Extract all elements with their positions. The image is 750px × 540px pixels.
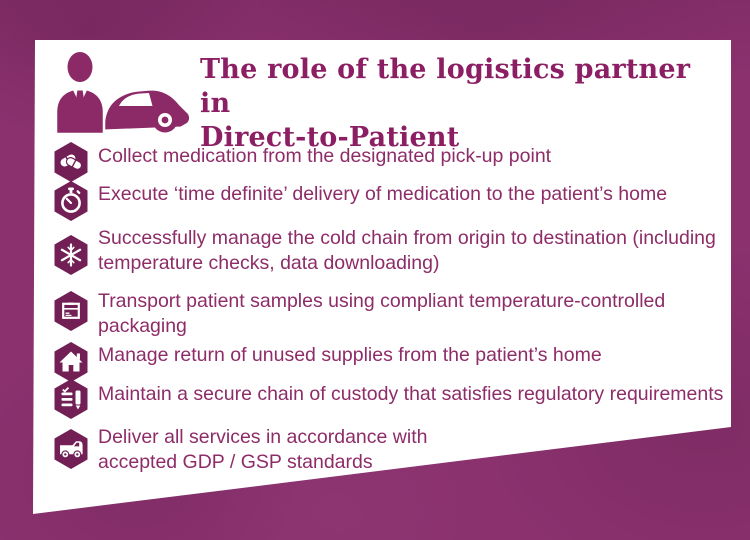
- list-item-text: Maintain a secure chain of custody that …: [98, 383, 724, 405]
- list-item-text: Collect medication from the designated p…: [98, 145, 552, 167]
- snowflake-icon: [53, 234, 89, 276]
- pills-icon: [53, 141, 89, 183]
- page-title-line1: The role of the logistics partner in: [200, 54, 691, 119]
- list-item-text: Deliver all services in accordance with …: [98, 426, 428, 473]
- package-icon: [53, 290, 89, 332]
- list-item-text: Successfully manage the cold chain from …: [98, 227, 716, 274]
- page-title-line2: Direct-to-Patient: [200, 122, 460, 153]
- list-item-text: Manage return of unused supplies from th…: [98, 344, 602, 366]
- businessman-with-car-icon: [53, 50, 195, 139]
- page-title: The role of the logistics partner in Dir…: [200, 53, 720, 155]
- stopwatch-icon: [53, 180, 89, 222]
- checklist-pen-icon: [53, 378, 89, 420]
- list-item-text: Transport patient samples using complian…: [98, 290, 666, 337]
- house-icon: [53, 341, 89, 383]
- delivery-van-icon: [53, 428, 89, 470]
- content-card: The role of the logistics partner in Dir…: [33, 40, 731, 514]
- list-item-text: Execute ‘time definite’ delivery of medi…: [98, 183, 668, 205]
